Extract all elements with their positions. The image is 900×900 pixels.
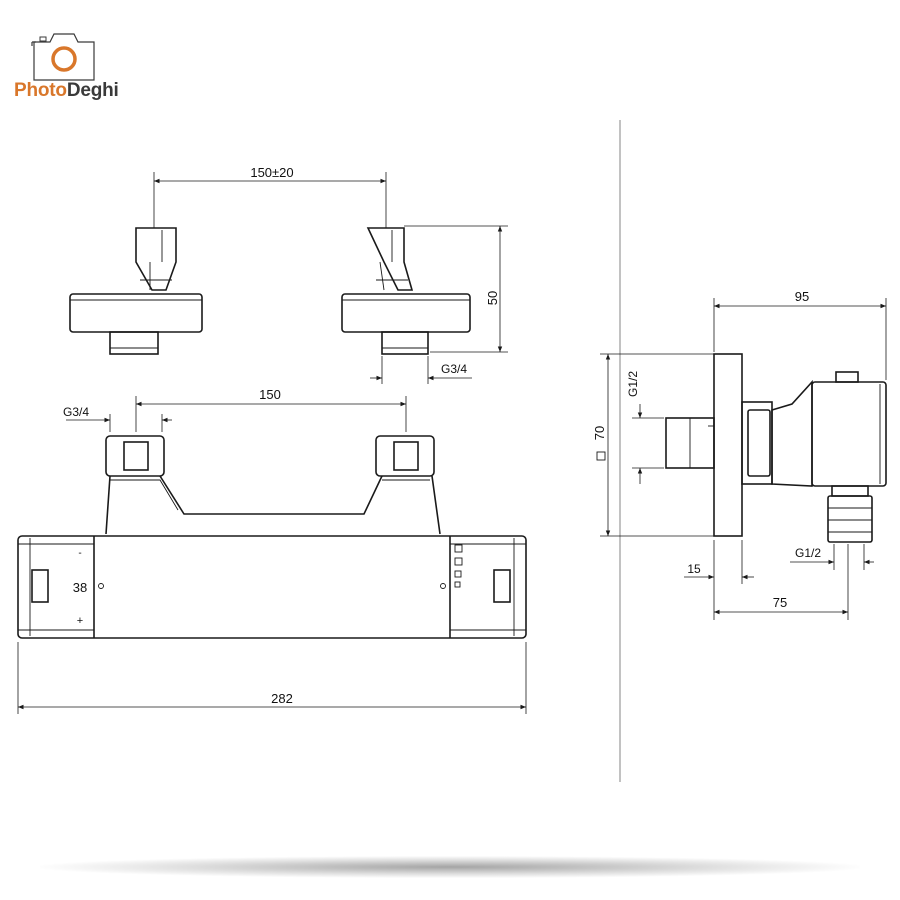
dim-inlet-thread-label: G3/4	[63, 405, 89, 419]
dim-outlet-offset: 75	[714, 544, 849, 620]
dim-depth: 95	[713, 289, 887, 380]
camera-icon	[31, 33, 95, 81]
brand-name-part1: Photo	[14, 80, 67, 101]
dim-outlet-thread: G1/2	[790, 544, 874, 570]
dim-inlet-spacing-label: 150	[259, 387, 281, 402]
dim-eccentric-height: 50	[404, 225, 508, 353]
dim-height-label: 70	[592, 426, 607, 440]
temperature-marker: 38	[73, 580, 87, 595]
eccentric-connector-right	[341, 227, 471, 355]
side-view-body	[665, 353, 887, 543]
product-shadow	[40, 856, 860, 878]
dim-wall-offset: 15	[684, 540, 754, 620]
dim-center-distance-label: 150±20	[250, 165, 293, 180]
mixer-body	[17, 535, 527, 639]
minus-marker: -	[78, 548, 81, 559]
dim-height: 70	[592, 353, 714, 537]
dim-outlet-thread-label: G1/2	[795, 546, 821, 560]
dim-side-inlet-thread-label: G1/2	[626, 371, 640, 397]
mixer-inlets	[105, 435, 441, 535]
dim-total-length: 282	[17, 642, 527, 714]
brand-name-part2: Deghi	[66, 80, 119, 101]
eccentric-connector-left	[69, 227, 203, 355]
brand-logo: PhotoDeghi	[14, 80, 119, 102]
dim-center-distance: 150±20	[153, 165, 387, 228]
dim-total-length-label: 282	[271, 691, 293, 706]
dim-eccentric-height-label: 50	[485, 291, 500, 305]
dim-depth-label: 95	[795, 289, 809, 304]
plus-marker: +	[77, 615, 83, 627]
dim-inlet-thread: G3/4	[63, 405, 172, 432]
dim-inlet-spacing: 150	[135, 387, 407, 432]
dim-eccentric-thread-label: G3/4	[441, 362, 467, 376]
dim-outlet-offset-label: 75	[773, 595, 787, 610]
dim-side-inlet-thread: G1/2	[626, 371, 664, 484]
dim-wall-offset-label: 15	[687, 562, 701, 576]
dim-eccentric-thread: G3/4	[370, 356, 472, 384]
